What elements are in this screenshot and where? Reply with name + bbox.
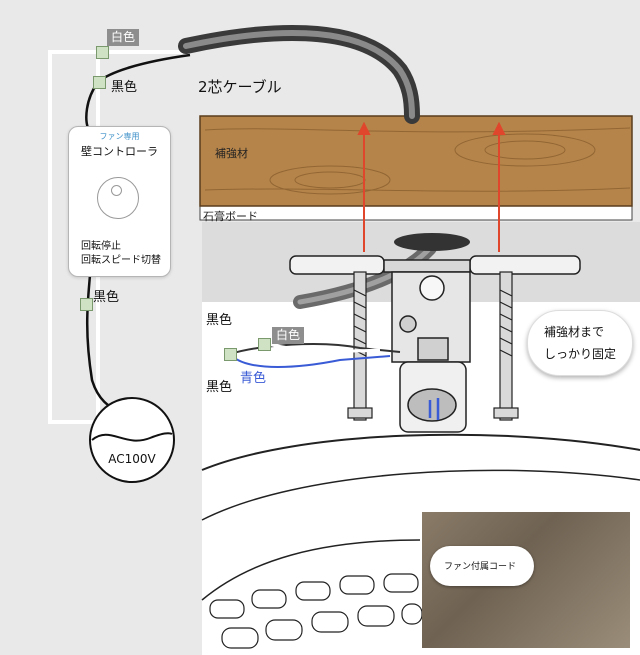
controller-function-stop: 回転停止 (81, 241, 121, 252)
mounting-bracket (289, 255, 581, 433)
photo-callout: ファン付属コード (430, 546, 534, 586)
screws (347, 271, 519, 421)
cable-label: 2芯ケーブル (198, 78, 282, 96)
gypsum-board-label: 石膏ボード (203, 210, 258, 223)
gypsum-board (199, 204, 633, 221)
fan-grille (209, 573, 423, 649)
black-wire-label-top: 黒色 (111, 80, 138, 95)
controller-title: 壁コントローラ (81, 145, 158, 158)
two-core-cable (178, 24, 420, 124)
fixing-callout: 補強材まで しっかり固定 (527, 310, 633, 376)
black-wire-label-box-1: 黒色 (206, 313, 233, 328)
speed-knob-icon (97, 177, 139, 219)
connector-white-top (96, 46, 109, 59)
ac-label: AC100V (108, 452, 156, 466)
blue-wire (231, 355, 391, 368)
callout-line-1: 補強材まで (544, 325, 605, 339)
blue-wire-label: 青色 (240, 371, 267, 386)
white-wire-tag-box: 白色 (272, 327, 305, 344)
fan-canopy (201, 433, 640, 471)
photo-caption: ファン付属コード (444, 562, 517, 572)
controller-subtitle: ファン専用 (99, 132, 140, 141)
wall-controller: ファン専用 壁コントローラ 回転停止 回転スピード切替 (68, 126, 171, 277)
ceiling-hole (394, 233, 470, 251)
black-wire-label-mid: 黒色 (93, 290, 120, 305)
white-wire-tag-top: 白色 (107, 29, 140, 46)
connector-black-box (224, 348, 237, 361)
bracket-photo: ファン付属コード (422, 512, 630, 648)
fixing-arrows (357, 121, 506, 252)
black-wire-label-box-2: 黒色 (206, 380, 233, 395)
controller-function-speed: 回転スピード切替 (81, 255, 161, 266)
connector-black-top (93, 76, 106, 89)
connector-black-mid (80, 298, 93, 311)
black-wire-box (229, 343, 401, 355)
connector-white-box (258, 338, 271, 351)
callout-line-2: しっかり固定 (544, 347, 617, 361)
beam-label: 補強材 (215, 147, 248, 160)
white-wire-box (267, 342, 381, 353)
